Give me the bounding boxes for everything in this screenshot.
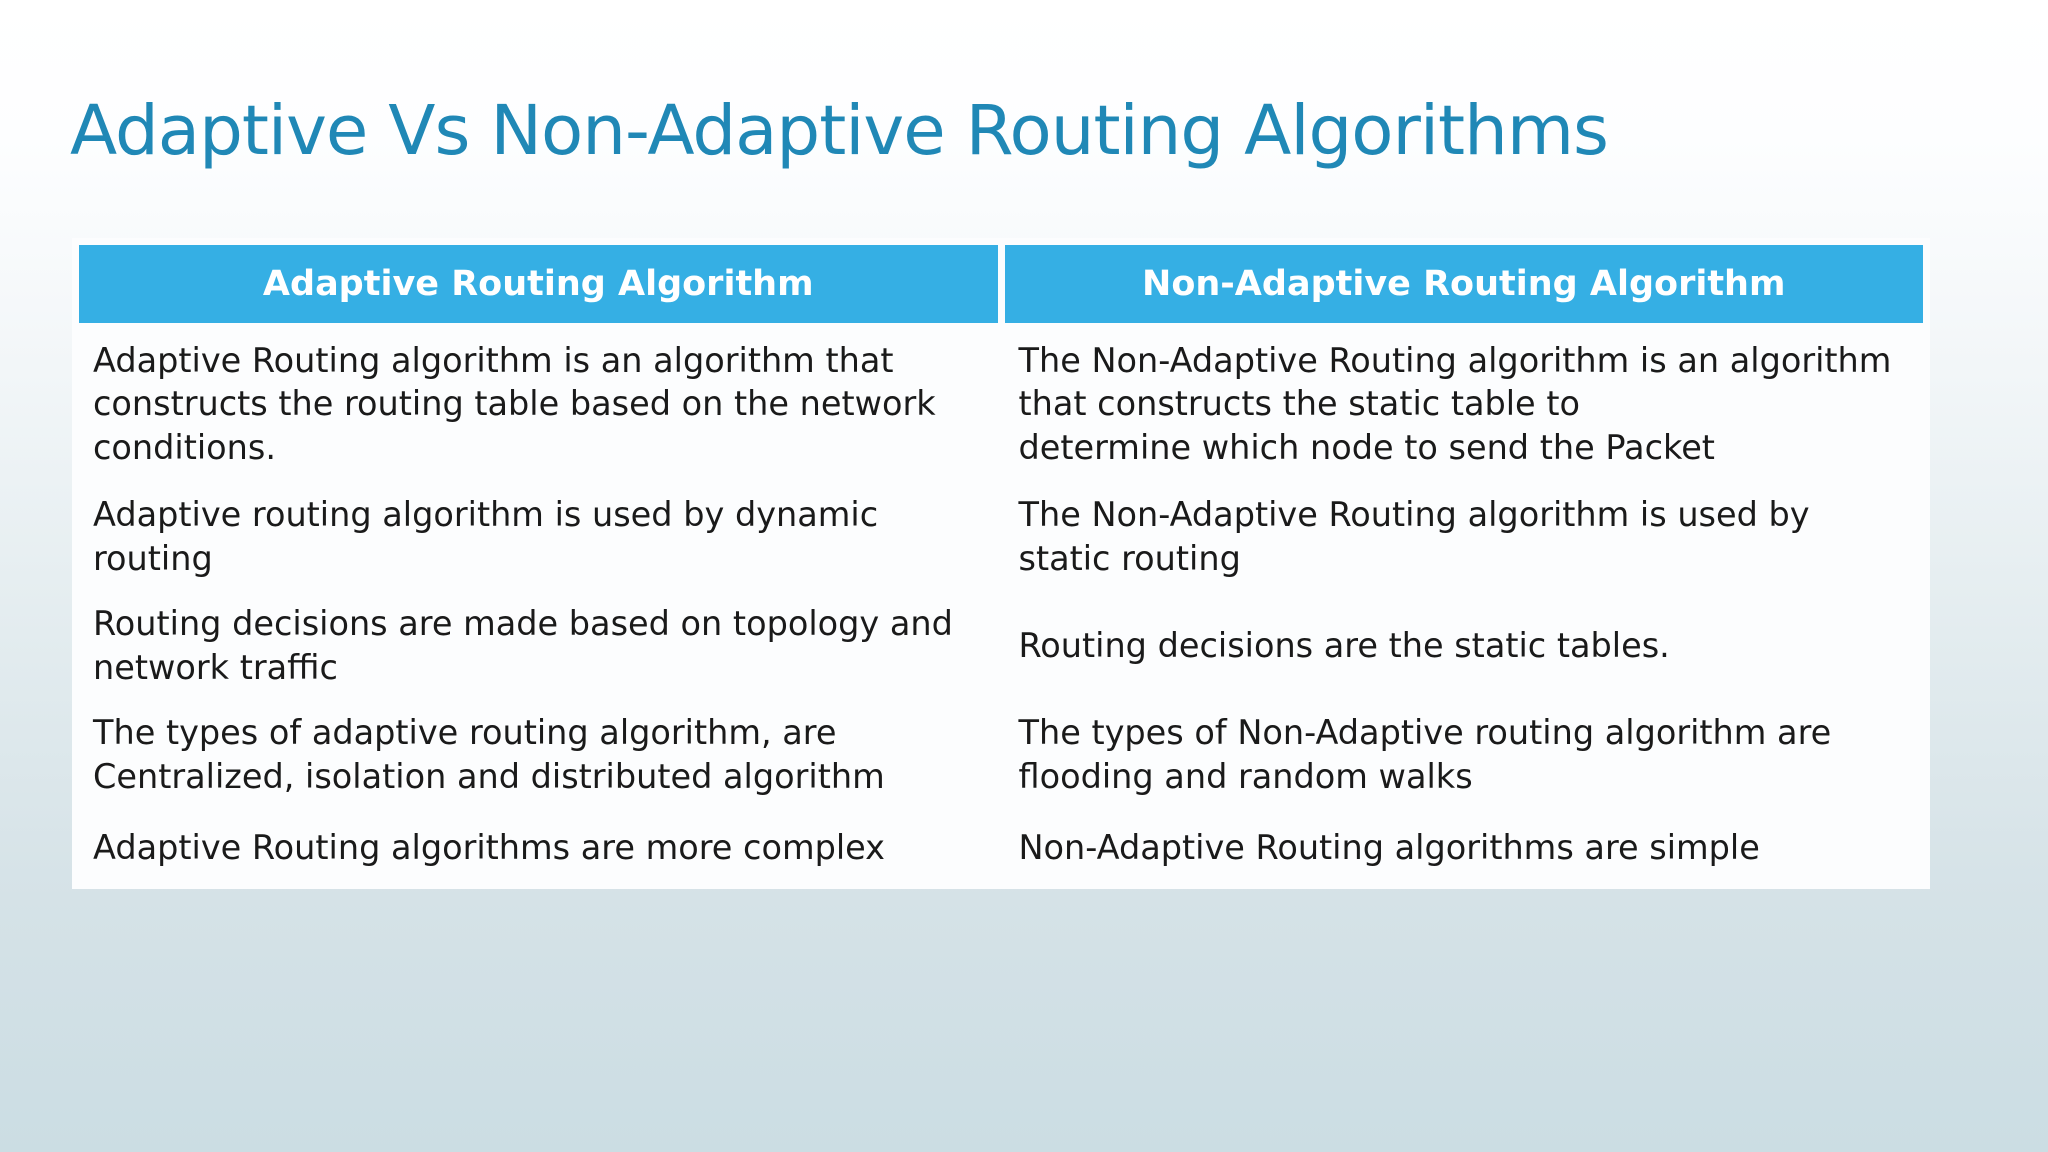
slide-title: Adaptive Vs Non-Adaptive Routing Algorit… bbox=[70, 91, 1609, 171]
table-cell: The Non-Adaptive Routing algorithm is an… bbox=[1018, 340, 1892, 467]
table-cell: Adaptive routing algorithm is used by dy… bbox=[93, 495, 879, 578]
table-row: Adaptive Routing algorithms are more com… bbox=[79, 814, 1923, 882]
table-cell: Routing decisions are made based on topo… bbox=[93, 604, 953, 687]
table-cell: Adaptive Routing algorithm is an algorit… bbox=[93, 340, 936, 467]
table-row: Adaptive Routing algorithm is an algorit… bbox=[79, 330, 1923, 478]
comparison-table: Adaptive Routing Algorithm Non-Adaptive … bbox=[72, 238, 1930, 889]
column-header-non-adaptive: Non-Adaptive Routing Algorithm bbox=[1004, 245, 1923, 323]
table-row: The types of adaptive routing algorithm,… bbox=[79, 703, 1923, 807]
table-header-row: Adaptive Routing Algorithm Non-Adaptive … bbox=[79, 245, 1923, 323]
column-header-adaptive: Adaptive Routing Algorithm bbox=[79, 245, 998, 323]
table-cell: The types of adaptive routing algorithm,… bbox=[93, 713, 885, 796]
table-row: Adaptive routing algorithm is used by dy… bbox=[79, 485, 1923, 589]
table-cell: Adaptive Routing algorithms are more com… bbox=[93, 828, 885, 868]
table-cell: The types of Non-Adaptive routing algori… bbox=[1018, 713, 1832, 796]
table-cell: Non-Adaptive Routing algorithms are simp… bbox=[1018, 828, 1760, 868]
table-cell: The Non-Adaptive Routing algorithm is us… bbox=[1018, 495, 1810, 578]
table-cell: Routing decisions are the static tables. bbox=[1018, 626, 1670, 666]
table-row: Routing decisions are made based on topo… bbox=[79, 596, 1923, 696]
